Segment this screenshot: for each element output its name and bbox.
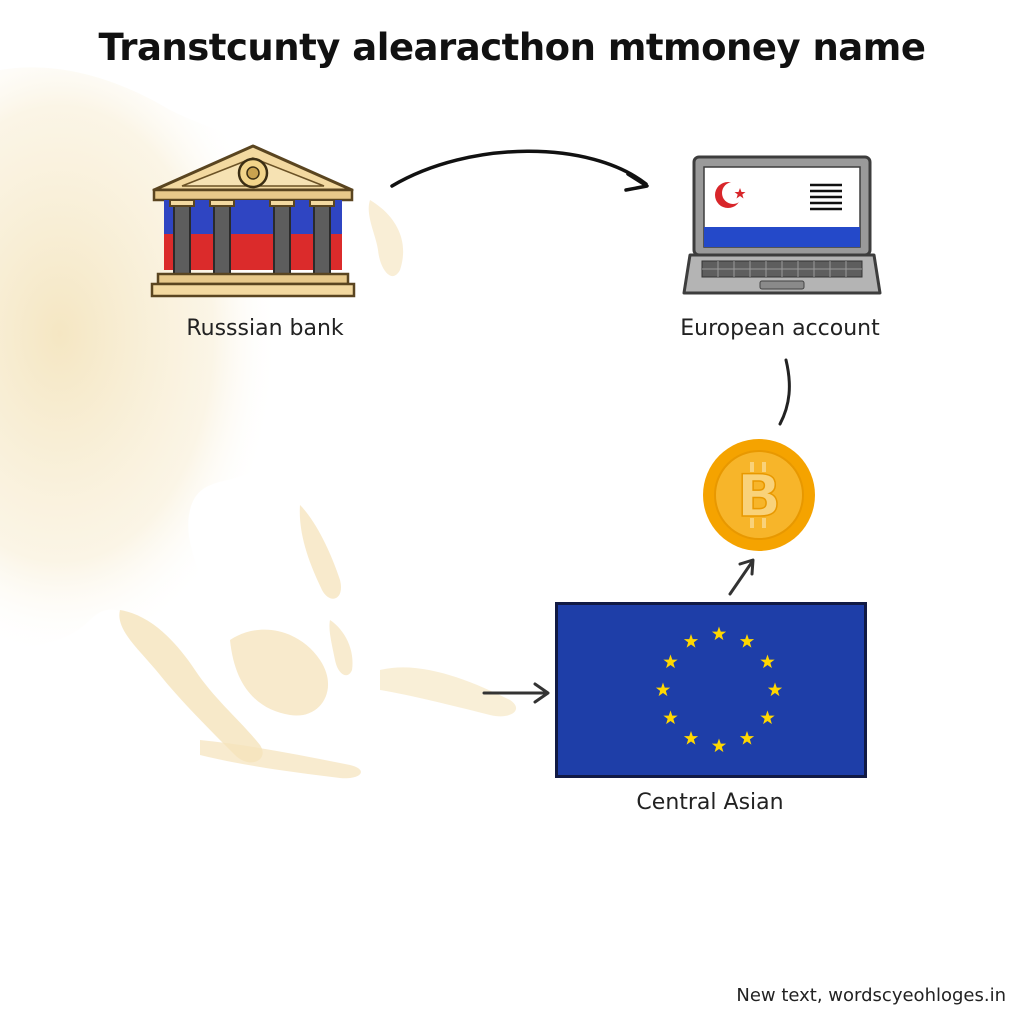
bank-building-icon: [150, 144, 356, 298]
peninsula-shape: [119, 610, 263, 763]
island-philippines-shape: [299, 505, 341, 599]
eu-flag-icon: [555, 602, 867, 778]
page-title: Transtcunty alearacthon mtmoney name: [98, 26, 926, 69]
arrow-flag-to-coin: [728, 560, 754, 596]
russian-bank-label: Russsian bank: [186, 316, 344, 341]
eu-star-3: [760, 654, 775, 669]
arrowhead-bank-to-account: [624, 172, 649, 192]
arrowhead-flag-to-coin: [738, 558, 755, 576]
island-java-shape: [200, 740, 361, 779]
eu-star-7: [711, 738, 727, 753]
eu-star-1: [711, 626, 727, 641]
bitcoin-coin-icon: B: [703, 439, 815, 551]
eu-star-11: [663, 654, 678, 669]
island-newguinea-shape: [380, 667, 517, 717]
eu-star-2: [739, 634, 755, 648]
footer-credit: New text, wordscyeohloges.in: [736, 985, 1006, 1006]
eu-star-12: [683, 634, 699, 648]
central-asian-label: Central Asian: [636, 790, 784, 815]
eu-star-10: [655, 682, 671, 697]
eu-star-5: [760, 710, 775, 725]
arrow-coin-to-account: [778, 358, 791, 426]
island-sulawesi-shape: [329, 620, 353, 676]
arrowhead-map-to-flag: [533, 682, 550, 704]
eu-star-8: [683, 731, 699, 745]
svg-text:B: B: [737, 462, 781, 530]
eu-star-6: [739, 731, 755, 745]
arrow-bank-to-account: [390, 149, 648, 188]
island-borneo-shape: [230, 629, 329, 716]
european-account-label: European account: [680, 316, 880, 341]
eu-star-9: [663, 710, 678, 725]
eu-star-4: [767, 682, 783, 697]
eu-flag-stars: [655, 626, 783, 753]
island-japan-shape: [368, 200, 404, 277]
laptop-icon: [682, 155, 882, 295]
